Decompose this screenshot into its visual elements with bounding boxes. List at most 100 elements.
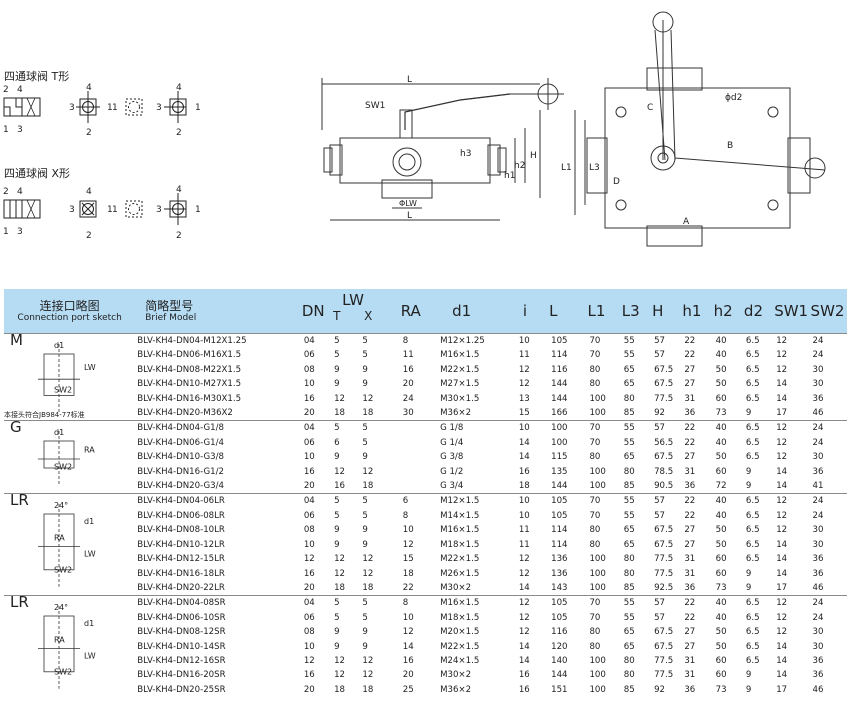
table-cell: BLV-KH4-DN10-14SR bbox=[137, 641, 226, 652]
table-cell: 60 bbox=[715, 393, 727, 404]
svg-text:2: 2 bbox=[86, 231, 92, 241]
table-cell: 85 bbox=[623, 408, 635, 419]
table-cell: 22 bbox=[682, 333, 714, 349]
table-cell: 78.5 bbox=[654, 466, 674, 477]
table-cell: 57 bbox=[654, 350, 665, 361]
table-cell: 9 bbox=[362, 525, 368, 536]
x-type-symbols: 2 4 1 3 3 4 1 2 1 3 4 1 2 bbox=[3, 185, 201, 241]
table-cell: 18 bbox=[362, 684, 374, 695]
svg-text:3: 3 bbox=[69, 103, 75, 113]
svg-text:1: 1 bbox=[107, 103, 113, 113]
table-cell: BLV-KH4-DN20-25SR bbox=[137, 684, 226, 695]
table-cell: 144 bbox=[551, 393, 568, 404]
svg-text:LW: LW bbox=[84, 652, 96, 661]
table-cell: 40 bbox=[715, 350, 727, 361]
svg-text:d1: d1 bbox=[84, 518, 94, 527]
table-cell: 5 bbox=[362, 437, 368, 448]
table-cell: 16 bbox=[303, 466, 315, 477]
table-cell: 16 bbox=[334, 481, 346, 492]
port-C: C bbox=[647, 103, 653, 113]
table-cell: 55 bbox=[623, 510, 635, 521]
svg-text:2: 2 bbox=[3, 187, 9, 197]
dim-h3: h3 bbox=[460, 149, 471, 159]
table-cell: 14 bbox=[776, 554, 788, 565]
table-cell: 31 bbox=[684, 466, 696, 477]
table-cell: 6.5 bbox=[745, 350, 760, 361]
dim-H: H bbox=[530, 151, 537, 161]
table-cell: 80 bbox=[623, 393, 635, 404]
table-cell: 14 bbox=[776, 655, 788, 666]
table-cell: 22 bbox=[684, 510, 696, 521]
table-cell: 12 bbox=[334, 655, 346, 666]
table-cell: 14 bbox=[776, 670, 788, 681]
table-cell: 30 bbox=[812, 364, 824, 375]
header-d2: d2 bbox=[743, 289, 775, 334]
table-cell: 24 bbox=[402, 393, 414, 404]
t-label-2: 2 bbox=[3, 85, 9, 95]
table-cell: 9 bbox=[334, 379, 340, 390]
table-cell: 60 bbox=[715, 670, 727, 681]
table-cell: 17 bbox=[776, 408, 788, 419]
table-cell: 9 bbox=[334, 364, 340, 375]
table-cell: 70 bbox=[589, 612, 601, 623]
table-cell: 114 bbox=[551, 525, 568, 536]
table-cell: 8 bbox=[400, 333, 439, 349]
table-cell: 5 bbox=[362, 612, 368, 623]
table-cell: 12 bbox=[518, 364, 530, 375]
table-cell bbox=[401, 450, 438, 464]
table-cell: 100 bbox=[589, 466, 606, 477]
table-cell: 12 bbox=[518, 568, 530, 579]
table-cell: 50 bbox=[715, 641, 727, 652]
table-cell bbox=[401, 465, 438, 479]
table-cell: 144 bbox=[551, 670, 568, 681]
table-cell: 40 bbox=[713, 493, 744, 509]
table-cell: 6.5 bbox=[743, 333, 775, 349]
table-cell: 77.5 bbox=[654, 655, 674, 666]
table-cell: 70 bbox=[587, 493, 622, 509]
table-cell: BLV-KH4-DN16-20SR bbox=[137, 670, 226, 681]
svg-text:SW2: SW2 bbox=[54, 385, 72, 394]
table-cell: 16 bbox=[402, 655, 414, 666]
table-cell: 57 bbox=[654, 612, 665, 623]
table-cell: BLV-KH4-DN06-10SR bbox=[137, 612, 226, 623]
table-cell: 12 bbox=[776, 350, 788, 361]
table-cell: 24 bbox=[812, 510, 824, 521]
table-cell: 65 bbox=[623, 379, 635, 390]
table-cell: 36 bbox=[812, 466, 824, 477]
table-cell: 80 bbox=[623, 670, 635, 681]
table-cell: 65 bbox=[623, 641, 635, 652]
table-cell: 11 bbox=[402, 350, 414, 361]
table-cell: 105 bbox=[549, 595, 588, 611]
table-cell: 15 bbox=[402, 554, 414, 565]
table-cell: 105 bbox=[551, 612, 568, 623]
table-cell: 9 bbox=[362, 364, 368, 375]
table-cell: 40 bbox=[715, 510, 727, 521]
table-cell: 12 bbox=[774, 333, 811, 349]
table-cell: 6 bbox=[400, 493, 439, 509]
table-cell: 27 bbox=[684, 539, 696, 550]
group-letter: LR bbox=[10, 595, 29, 612]
table-cell: 9 bbox=[745, 481, 752, 492]
table-cell: 70 bbox=[589, 437, 601, 448]
table-cell: 30 bbox=[812, 641, 824, 652]
table-cell: 6.5 bbox=[745, 393, 760, 404]
table-cell: 9 bbox=[362, 452, 368, 463]
table-cell: 120 bbox=[551, 641, 568, 652]
dim-phid2: ϕd2 bbox=[725, 93, 742, 103]
table-cell: 04 bbox=[301, 420, 333, 436]
table-cell: 17 bbox=[776, 684, 788, 695]
svg-text:4: 4 bbox=[176, 185, 182, 195]
table-cell: 100 bbox=[589, 655, 606, 666]
table-cell: 14 bbox=[776, 568, 788, 579]
group-letter: M bbox=[10, 333, 23, 349]
table-cell: M24×1.5 bbox=[440, 655, 480, 666]
table-cell: 100 bbox=[589, 582, 606, 593]
